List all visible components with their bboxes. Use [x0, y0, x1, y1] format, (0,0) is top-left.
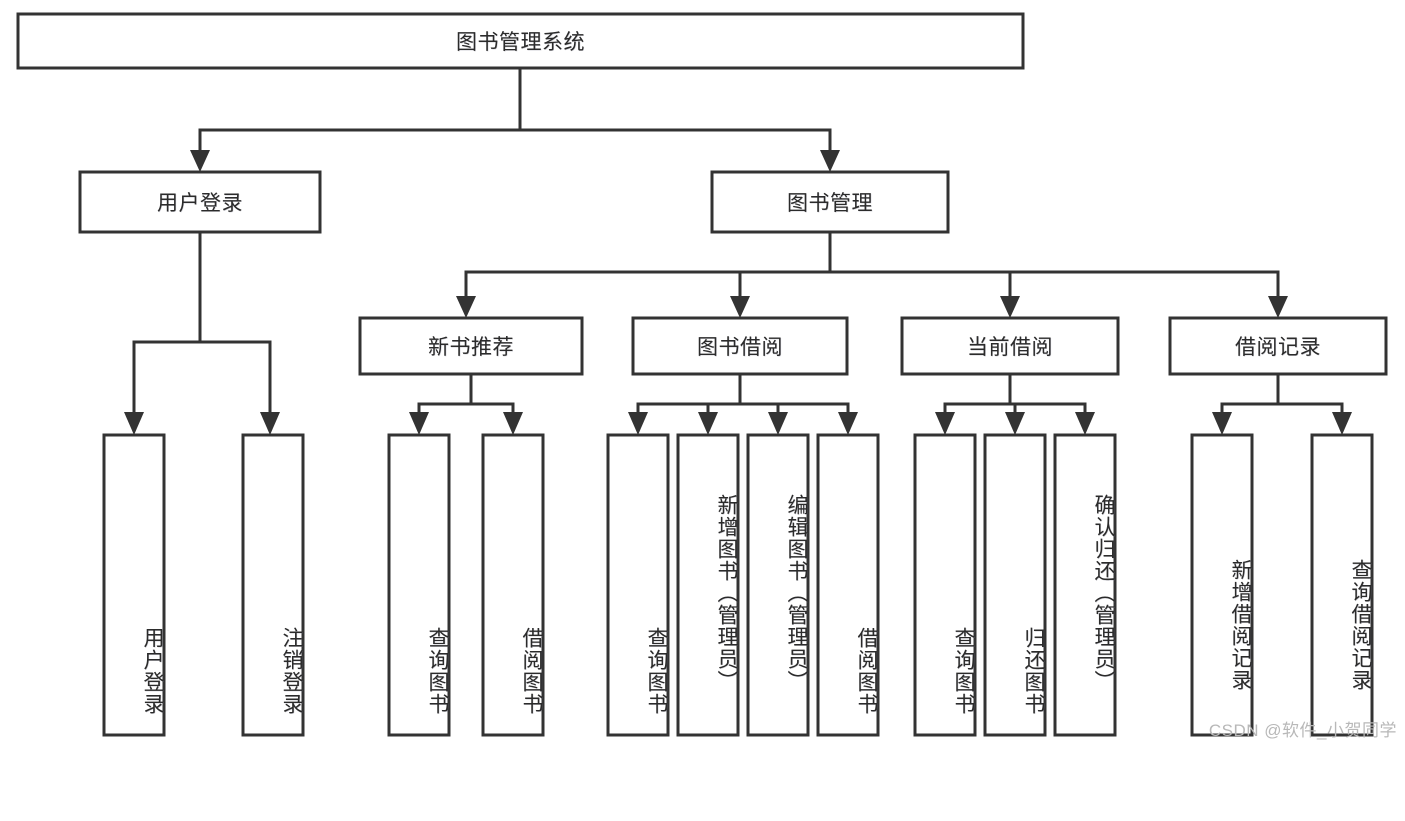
diagram-canvas: 图书管理系统 用户登录 图书管理 新书推荐 图书借阅 当前借阅 借阅记录 用户登…: [16, 12, 1397, 740]
node-box-leaf-add-book-admin[interactable]: [676, 433, 740, 737]
node-label-leaf-borrow-book-borrow: 借阅图书: [855, 627, 878, 715]
node-box-leaf-query-book-current[interactable]: [913, 433, 977, 737]
arrowhead-icon-to-leaf-borrow-book-new: [503, 412, 523, 435]
node-box-leaf-query-book-borrow[interactable]: [606, 433, 670, 737]
arrowhead-icon-to-book-borrow: [730, 296, 750, 318]
connector-root-bus: [198, 66, 832, 158]
node-label-leaf-user-login: 用户登录: [141, 627, 164, 715]
arrow-heads: [124, 150, 1352, 435]
node-boxes: [16, 12, 1388, 737]
node-box-root[interactable]: [16, 12, 1025, 70]
node-label-leaf-add-book-admin: 新增图书（管理员）: [715, 494, 738, 692]
arrowhead-icon-to-user-login: [190, 150, 210, 172]
arrowhead-icon-to-leaf-user-login: [124, 412, 144, 435]
connector-book-management-bus: [464, 230, 1280, 304]
connectors: [132, 66, 1344, 421]
node-label-root: 图书管理系统: [456, 31, 585, 54]
arrowhead-icon-to-leaf-query-borrow-record: [1332, 412, 1352, 435]
arrowhead-icon-to-leaf-add-borrow-record: [1212, 412, 1232, 435]
arrowhead-icon-to-leaf-add-book-admin: [698, 412, 718, 435]
watermark-text: CSDN @软件_小贺同学: [1208, 721, 1397, 740]
arrowhead-icon-to-new-book-recommend: [456, 296, 476, 318]
arrowhead-icon-to-borrow-record: [1268, 296, 1288, 318]
connector-current-borrow-bus: [943, 372, 1087, 421]
node-label-leaf-query-book-borrow: 查询图书: [645, 627, 668, 715]
arrowhead-icon-to-book-management: [820, 150, 840, 172]
node-box-new-book-recommend[interactable]: [358, 316, 584, 376]
connector-borrow-record-bus: [1220, 372, 1344, 421]
node-box-leaf-borrow-book-borrow[interactable]: [816, 433, 880, 737]
arrowhead-icon-to-leaf-confirm-return-admin: [1075, 412, 1095, 435]
node-label-leaf-query-book-new: 查询图书: [426, 627, 449, 715]
node-label-leaf-logout: 注销登录: [280, 627, 303, 715]
node-label-leaf-borrow-book-new: 借阅图书: [520, 627, 543, 715]
node-label-leaf-query-borrow-record: 查询借阅记录: [1349, 559, 1372, 691]
node-label-leaf-edit-book-admin: 编辑图书（管理员）: [785, 494, 808, 692]
node-label-leaf-confirm-return-admin: 确认归还（管理员）: [1092, 494, 1115, 692]
node-label-book-borrow: 图书借阅: [697, 336, 783, 359]
node-box-leaf-borrow-book-new[interactable]: [481, 433, 545, 737]
arrowhead-icon-to-leaf-query-book-current: [935, 412, 955, 435]
arrowhead-icon-to-leaf-query-book-borrow: [628, 412, 648, 435]
node-label-leaf-add-borrow-record: 新增借阅记录: [1229, 559, 1252, 691]
node-label-borrow-record: 借阅记录: [1235, 336, 1321, 359]
arrowhead-icon-to-leaf-borrow-book-borrow: [838, 412, 858, 435]
node-box-leaf-add-borrow-record[interactable]: [1190, 433, 1254, 737]
node-label-book-management: 图书管理: [787, 192, 873, 215]
node-box-leaf-query-borrow-record[interactable]: [1310, 433, 1374, 737]
arrowhead-icon-to-leaf-return-book: [1005, 412, 1025, 435]
node-label-current-borrow: 当前借阅: [967, 336, 1053, 359]
arrowhead-icon-to-leaf-logout: [260, 412, 280, 435]
node-box-leaf-query-book-new[interactable]: [387, 433, 451, 737]
node-box-leaf-user-login[interactable]: [102, 433, 166, 737]
arrowhead-icon-to-leaf-query-book-new: [409, 412, 429, 435]
node-label-leaf-query-book-current: 查询图书: [952, 627, 975, 715]
node-box-leaf-return-book[interactable]: [983, 433, 1047, 737]
arrowhead-icon-to-current-borrow: [1000, 296, 1020, 318]
arrowhead-icon-to-leaf-edit-book-admin: [768, 412, 788, 435]
node-label-user-login: 用户登录: [157, 192, 243, 215]
node-label-new-book-recommend: 新书推荐: [428, 336, 514, 359]
node-box-leaf-logout[interactable]: [241, 433, 305, 737]
connector-user-login-bus: [132, 230, 272, 421]
connector-book-borrow-bus: [636, 372, 850, 421]
flowchart-svg: [16, 12, 1388, 737]
node-box-user-login[interactable]: [78, 170, 322, 234]
node-box-leaf-confirm-return-admin[interactable]: [1053, 433, 1117, 737]
connector-new-book-recommend-bus: [417, 372, 515, 421]
node-box-current-borrow[interactable]: [900, 316, 1120, 376]
node-label-leaf-return-book: 归还图书: [1022, 627, 1045, 715]
